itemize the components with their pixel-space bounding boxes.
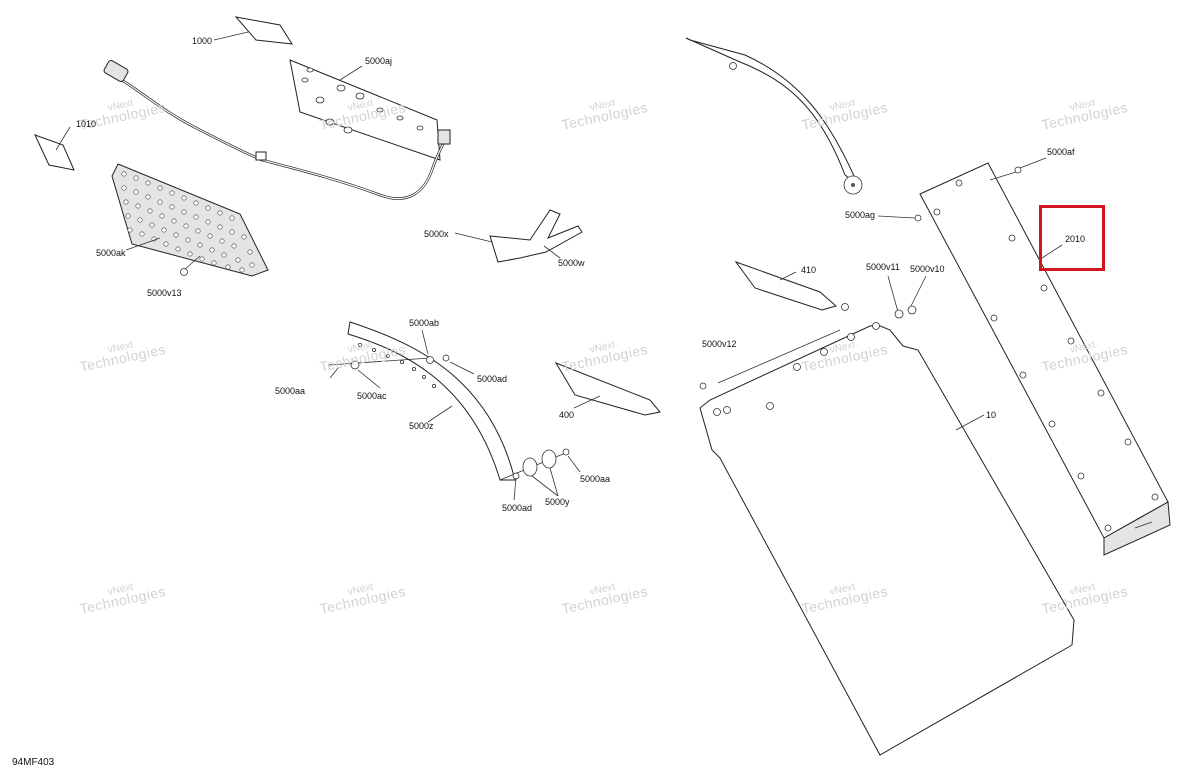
callout-5000x: 5000x [424, 229, 449, 239]
callout-5000w: 5000w [558, 258, 585, 268]
part-1000-decal [234, 16, 293, 45]
callout-5000af: 5000af [1047, 147, 1075, 157]
rail-holes [933, 179, 1159, 532]
harness-connector [103, 60, 129, 82]
flap-holes [713, 322, 880, 416]
callout-5000v10: 5000v10 [910, 264, 945, 274]
callout-5000z: 5000z [409, 421, 434, 431]
strap-holes [357, 342, 436, 388]
callout-2010: 2010 [1065, 234, 1086, 244]
part-1010-decal [34, 134, 75, 171]
callout-5000v11: 5000v11 [866, 262, 900, 272]
callout-5000ak: 5000ak [96, 248, 126, 258]
callout-1000: 1000 [192, 36, 213, 46]
callout-5000ad-upper: 5000ad [477, 374, 508, 384]
callout-5000aa-lower: 5000aa [580, 474, 611, 484]
part-5000aj-plate [289, 59, 441, 161]
highlight-box [1039, 205, 1105, 271]
part-support-arm [685, 37, 860, 187]
callout-5000ac: 5000ac [357, 391, 387, 401]
callout-5000y: 5000y [545, 497, 570, 507]
part-10-mud-flap [699, 324, 1075, 756]
callout-5000ad-lower: 5000ad [502, 503, 533, 513]
callout-5000v12: 5000v12 [702, 339, 737, 349]
diagram-reference-code: 94MF403 [12, 757, 55, 768]
callout-5000aa-left: 5000aa [275, 386, 306, 396]
part-5000x-bracket [489, 209, 583, 263]
part-400-trim [554, 362, 661, 416]
callout-5000v13: 5000v13 [147, 288, 182, 298]
callout-400: 400 [559, 410, 575, 420]
step-plate-holes [121, 171, 255, 273]
callout-410: 410 [801, 265, 817, 275]
callout-5000ab: 5000ab [409, 318, 440, 328]
part-5000ak-step-plate [111, 163, 269, 277]
plate-holes [301, 67, 424, 134]
part-5000z-strap [347, 321, 516, 481]
callout-5000aj: 5000aj [365, 56, 393, 66]
callout-5000ag: 5000ag [845, 210, 876, 220]
callout-1010: 1010 [76, 119, 97, 129]
callout-10: 10 [986, 410, 997, 420]
part-410-trim [734, 260, 838, 311]
